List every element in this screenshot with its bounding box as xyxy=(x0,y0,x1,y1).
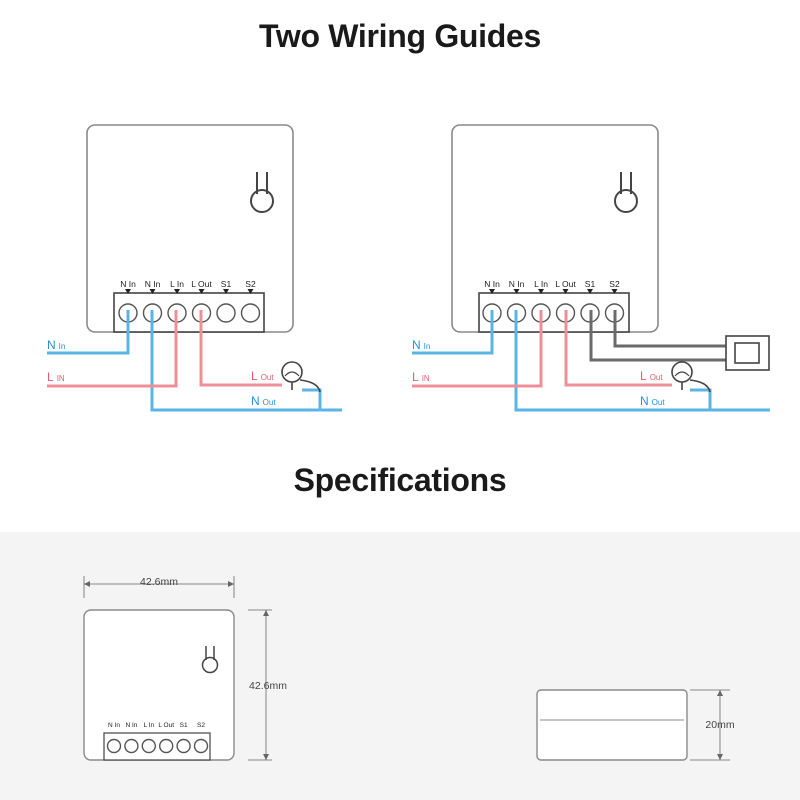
terminal-arrow xyxy=(587,289,593,294)
antenna-icon xyxy=(614,172,638,213)
wiring-guides-title: Two Wiring Guides xyxy=(258,18,541,54)
terminal-arrow xyxy=(562,289,569,294)
light-bulb-icon xyxy=(281,361,303,390)
module-side-outline xyxy=(536,689,688,761)
terminal-label: N In xyxy=(145,279,161,289)
front-view-drawing: 42.6mm N In N In L In L Out S1 S2 42.6mm xyxy=(83,576,287,761)
terminal-arrow xyxy=(149,289,156,294)
terminal-label: L Out xyxy=(191,279,212,289)
terminal-arrow xyxy=(489,289,495,294)
terminal-arrow xyxy=(538,289,544,294)
terminal-screw xyxy=(176,738,191,754)
terminal-label: L Out xyxy=(158,722,174,729)
terminal-label: N In xyxy=(509,279,525,289)
specifications-title: Specifications xyxy=(293,462,507,498)
terminal-screw xyxy=(193,738,209,754)
terminal-label: L In xyxy=(170,279,184,289)
terminal-screw xyxy=(106,738,122,754)
wall-switch-icon xyxy=(725,335,770,371)
depth-dimension-label: 20mm xyxy=(705,719,734,731)
terminal-screw xyxy=(124,738,139,754)
width-dimension-label: 42.6mm xyxy=(140,576,178,588)
terminal-label: S1 xyxy=(180,722,188,729)
light-bulb-icon xyxy=(671,361,693,390)
terminal-screw xyxy=(141,738,157,754)
terminal-label: S2 xyxy=(609,279,620,289)
terminal-arrow xyxy=(611,289,618,294)
terminal-screw xyxy=(240,303,261,323)
l-out-wire xyxy=(564,310,672,387)
terminal-label: L In xyxy=(534,279,548,289)
n-out-wire xyxy=(150,310,342,412)
terminal-arrow xyxy=(247,289,254,294)
l-in-wire xyxy=(47,310,178,388)
l-out-wire xyxy=(199,310,282,387)
terminal-arrow xyxy=(174,289,180,294)
terminal-arrow xyxy=(223,289,229,294)
n-out-wire xyxy=(514,310,770,412)
terminal-label: S1 xyxy=(585,279,596,289)
terminal-label: L Out xyxy=(555,279,576,289)
terminal-block xyxy=(113,292,265,333)
terminal-label: S2 xyxy=(245,279,256,289)
s1-wire xyxy=(589,310,728,362)
height-dimension-label: 42.6mm xyxy=(249,680,287,692)
terminal-block xyxy=(103,732,211,761)
terminal-screw xyxy=(158,738,174,754)
antenna-icon xyxy=(250,172,274,213)
l-in-wire xyxy=(412,310,543,388)
terminal-arrow xyxy=(125,289,131,294)
terminal-label: S2 xyxy=(197,722,205,729)
terminal-label: S1 xyxy=(221,279,232,289)
terminal-label: N In xyxy=(120,279,136,289)
antenna-icon xyxy=(201,646,219,674)
terminal-arrow xyxy=(513,289,520,294)
terminal-block xyxy=(478,292,630,333)
terminal-label: L In xyxy=(143,722,154,729)
s2-wire xyxy=(613,310,728,348)
n-in-wire xyxy=(47,310,130,355)
side-view-drawing: 20mm xyxy=(536,689,735,761)
terminal-label: N In xyxy=(108,722,120,729)
terminal-label: N In xyxy=(484,279,500,289)
terminal-screw xyxy=(216,303,236,323)
n-in-wire xyxy=(412,310,494,355)
terminal-arrow xyxy=(198,289,205,294)
terminal-label: N In xyxy=(125,722,137,729)
